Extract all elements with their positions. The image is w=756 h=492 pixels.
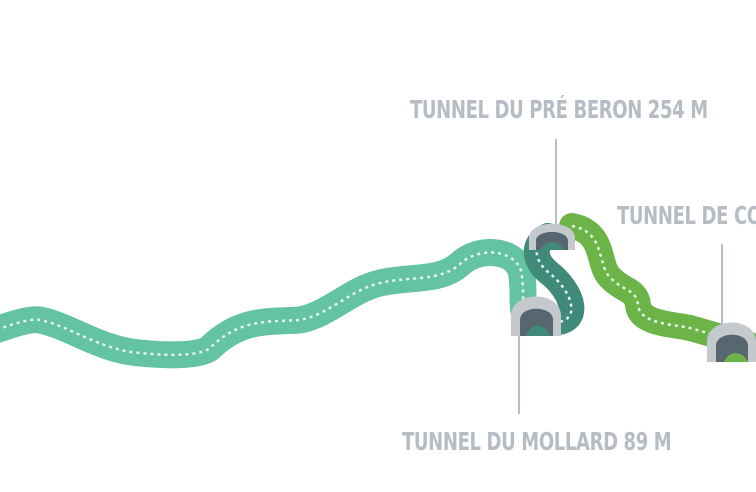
tunnel-label-combe: TUNNEL DE COM [617, 201, 756, 230]
tunnel-portal-combe [707, 322, 756, 362]
tunnel-label-pre-beron: TUNNEL DU PRÉ BERON 254 M [410, 95, 708, 124]
tunnel-label-mollard: TUNNEL DU MOLLARD 89 M [402, 427, 672, 456]
road-segment-west [0, 239, 538, 369]
road-lane-marking-west [0, 251, 526, 357]
tunnel-portal-mollard [511, 296, 561, 336]
tunnel-portal-pre-beron [529, 223, 575, 250]
